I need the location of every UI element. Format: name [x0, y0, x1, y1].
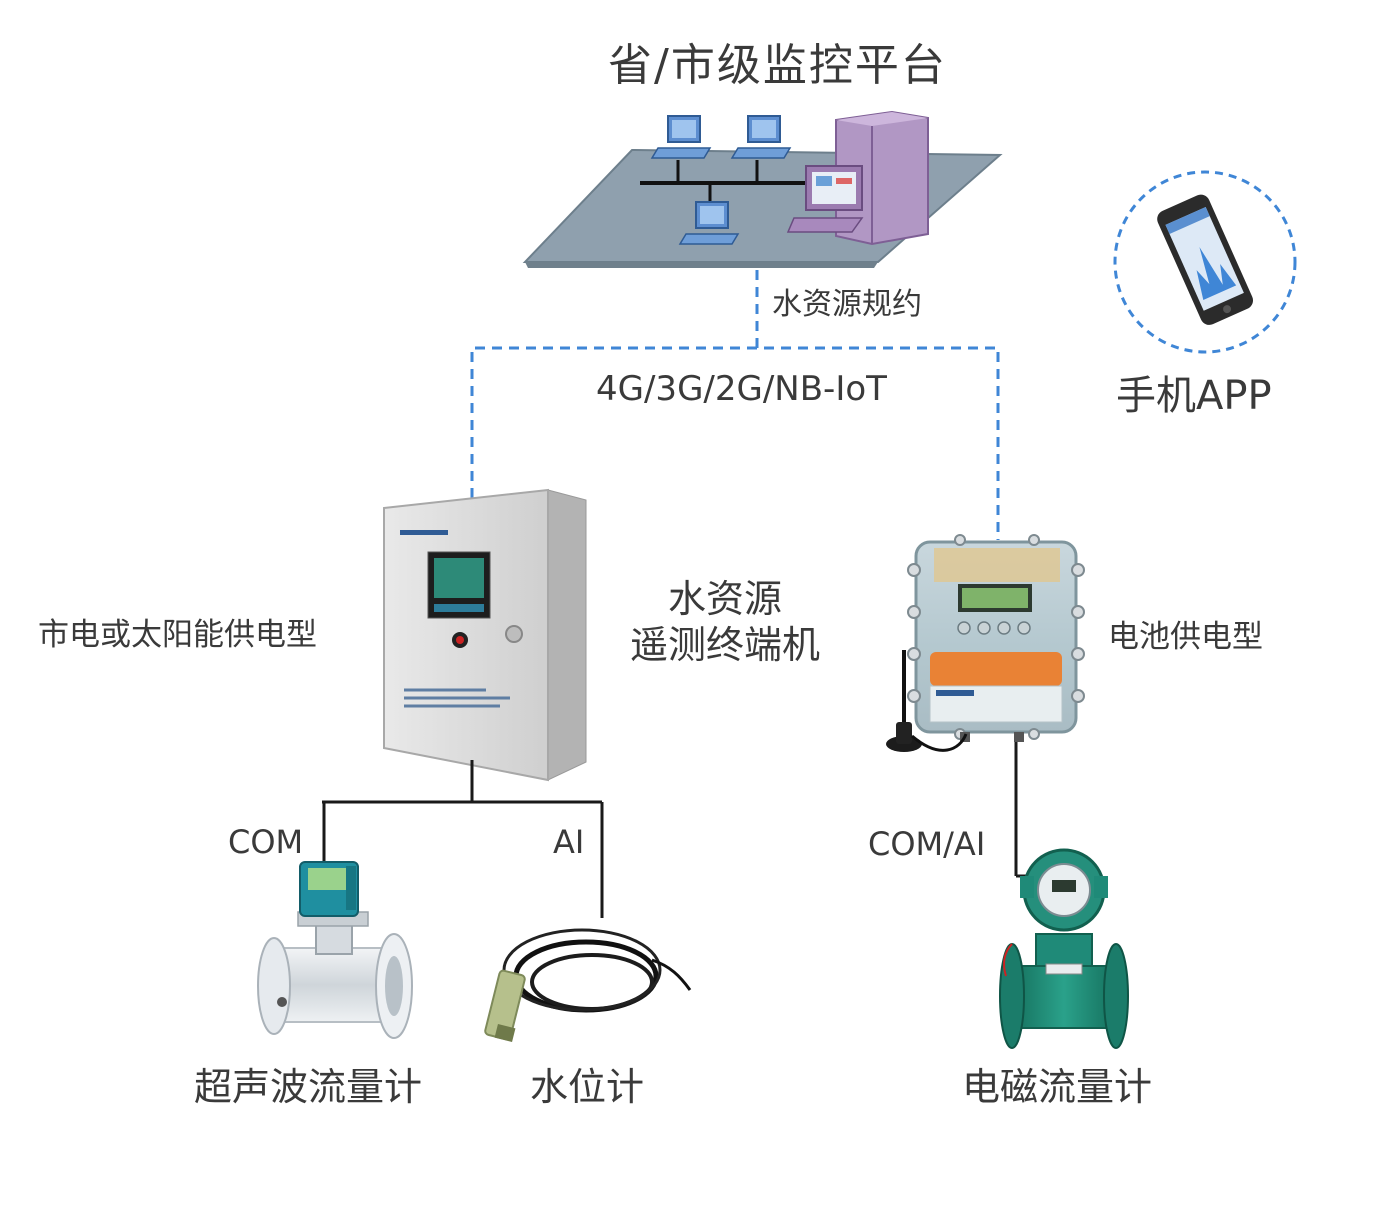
server-icon — [786, 110, 929, 246]
mains-solar-label: 市电或太阳能供电型 — [38, 617, 317, 653]
antenna-icon — [886, 650, 968, 752]
pc-icon — [678, 201, 740, 245]
water-level-label: 水位计 — [530, 1065, 645, 1109]
com-label: COM — [228, 823, 304, 861]
signal-wire — [322, 760, 604, 918]
wireless-link — [470, 270, 1000, 540]
water-level-probe-icon — [484, 928, 692, 1042]
electromagnetic-flowmeter-icon — [999, 848, 1129, 1049]
rtu-label-line2: 遥测终端机 — [630, 623, 821, 667]
rtu-label-line1: 水资源 — [668, 577, 783, 621]
network-platform-icon — [522, 110, 1003, 268]
signal-wire — [1014, 742, 1036, 878]
network-label: 4G/3G/2G/NB-IoT — [596, 369, 887, 409]
smartphone-icon — [1113, 170, 1297, 354]
electromagnetic-flowmeter-label: 电磁流量计 — [962, 1065, 1153, 1109]
battery-label: 电池供电型 — [1108, 619, 1263, 655]
mobile-app-label: 手机APP — [1116, 373, 1272, 419]
ultrasonic-flowmeter-label: 超声波流量计 — [194, 1065, 423, 1109]
rtu-label: 水资源 遥测终端机 — [630, 576, 820, 668]
ultrasonic-flowmeter-icon — [257, 861, 413, 1039]
rtu-cabinet-icon — [383, 488, 587, 782]
pc-icon — [730, 115, 792, 159]
com-ai-label: COM/AI — [868, 825, 986, 863]
pc-icon — [650, 115, 712, 159]
battery-rtu-box-icon — [907, 534, 1085, 742]
platform-title: 省/市级监控平台 — [608, 40, 947, 91]
ai-label: AI — [553, 823, 585, 861]
protocol-label: 水资源规约 — [772, 287, 922, 322]
